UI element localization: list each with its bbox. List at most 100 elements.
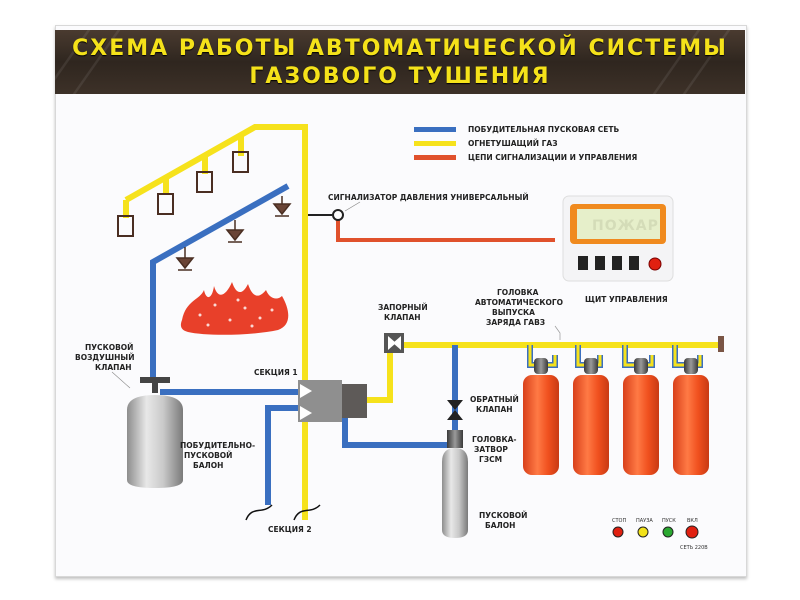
check-valve-label-1: ОБРАТНЫЙ [470,395,519,404]
air-valve-icon [140,377,170,383]
indicator-label: ВКЛ [687,518,698,524]
pilot-pipe-section2 [265,405,300,505]
auto-head-label-1: ГОЛОВКА [497,288,539,297]
panel-switch-1[interactable] [578,256,588,270]
panel-switch-4[interactable] [629,256,639,270]
pressure-signaler-label: СИГНАЛИЗАТОР ДАВЛЕНИЯ УНИВЕРСАЛЬНЫЙ [328,193,529,202]
pressure-signaler-icon [332,209,344,221]
title-line-2: ГАЗОВОГО ТУШЕНИЯ [249,64,551,89]
title-line-1: СХЕМА РАБОТЫ АВТОМАТИЧЕСКОЙ СИСТЕМЫ [72,36,728,61]
heat-detectors [175,196,292,271]
legend-label: ОГНЕТУШАЩИЙ ГАЗ [468,139,558,148]
auto-head-label-3: ВЫПУСКА [492,308,535,317]
stop-lamp-icon[interactable] [612,526,624,538]
panel-switch-3[interactable] [612,256,622,270]
legend-item-signal-circuits: ЦЕПИ СИГНАЛИЗАЦИИ И УПРАВЛЕНИЯ [414,153,638,162]
power-label: СЕТЬ 220В [680,545,708,551]
section1-distributor [298,380,367,422]
panel-alarm-lamp [648,257,662,271]
shutoff-valve-label-2: КЛАПАН [384,313,421,322]
section1-label: СЕКЦИЯ 1 [254,368,298,377]
nozzle-icon [157,193,174,215]
air-valve-label-1: ПУСКОВОЙ [85,343,133,352]
detector-icon [272,196,292,217]
legend-swatch-red [414,155,456,160]
start-cylinder-label-2: БАЛОН [485,521,515,530]
power-lamp-icon[interactable] [685,525,699,539]
manifold-end-cap [718,336,724,352]
auto-head-label-4: ЗАРЯДА ГАВЗ [486,318,545,327]
pause-lamp-icon[interactable] [637,526,649,538]
gas-cylinder [623,358,659,475]
gas-cylinder [573,358,609,475]
indicator-stop: СТОП [612,518,626,538]
start-cylinder-body [442,448,468,538]
pilot-cylinder-label-1: ПОБУДИТЕЛЬНО- [180,441,255,450]
legend-label: ЦЕПИ СИГНАЛИЗАЦИИ И УПРАВЛЕНИЯ [468,153,638,162]
title-banner: СХЕМА РАБОТЫ АВТОМАТИЧЕСКОЙ СИСТЕМЫ ГАЗО… [55,30,745,94]
pilot-cylinder-label-3: БАЛОН [193,461,223,470]
detector-icon [225,220,245,243]
check-valve [447,400,463,420]
release-head-icon [684,358,698,374]
gas-cylinder [523,358,559,475]
gas-cylinder-body [573,375,609,475]
start-lamp-icon[interactable] [662,526,674,538]
gas-cylinder-body [623,375,659,475]
gas-main-pipe [124,124,308,520]
legend-item-pilot-network: ПОБУДИТЕЛЬНАЯ ПУСКОВАЯ СЕТЬ [414,125,619,134]
gas-cylinder [673,358,709,475]
indicator-on: ВКЛ [685,518,699,539]
display-screen [577,209,660,239]
indicator-pause: ПАУЗА [636,518,653,538]
legend-swatch-yellow [414,141,456,146]
head-shutter-icon [447,430,463,448]
display-text: ПОЖАР [592,218,659,234]
start-cylinder [442,430,468,538]
pilot-cylinder-label-2: ПУСКОВОЙ [184,451,232,460]
nozzle-icon [117,215,134,237]
head-shutter-label-3: ГЗСМ [479,455,502,464]
indicator-label: ПУСК [662,518,676,524]
indicator-label: СТОП [612,518,626,524]
pilot-to-start-cylinder [342,410,455,448]
panel-switch-2[interactable] [595,256,605,270]
indicator-panel: СТОП ПАУЗА ПУСК ВКЛ СЕТЬ 220В [612,518,708,551]
control-panel: ПОЖАР [562,195,674,282]
air-valve-label-2: ВОЗДУШНЫЙ [75,353,134,362]
indicator-label: ПАУЗА [636,518,653,524]
pilot-detector-pipe [150,183,290,380]
gas-cylinder-body [673,375,709,475]
gas-cylinders [523,358,709,475]
section2-pipe-end [245,504,273,521]
distributor-actuator [342,384,367,418]
nozzle-icon [196,171,213,193]
shutoff-valve [384,333,404,353]
pilot-cylinder [127,377,183,488]
nozzle-icon [232,151,249,173]
legend-swatch-blue [414,127,456,132]
legend-item-extinguishing-gas: ОГНЕТУШАЩИЙ ГАЗ [414,139,558,148]
start-cylinder-label-1: ПУСКОВОЙ [479,511,527,520]
pilot-cylinder-body [127,395,183,488]
detector-icon [175,247,195,271]
control-panel-label: ЩИТ УПРАВЛЕНИЯ [585,295,668,304]
indicator-start: ПУСК [662,518,676,538]
section2-pipe-end [293,504,321,521]
legend-label: ПОБУДИТЕЛЬНАЯ ПУСКОВАЯ СЕТЬ [468,125,619,134]
check-valve-icon [447,400,463,410]
signal-line [336,220,555,242]
gas-cylinder-body [523,375,559,475]
head-shutter-label-2: ЗАТВОР [474,445,508,454]
legend: ПОБУДИТЕЛЬНАЯ ПУСКОВАЯ СЕТЬ ОГНЕТУШАЩИЙ … [414,125,638,162]
auto-head-label-2: АВТОМАТИЧЕСКОГО [475,298,563,307]
air-valve-label-3: КЛАПАН [95,363,132,372]
gas-nozzles [117,151,249,237]
release-head-icon [534,358,548,374]
release-head-icon [634,358,648,374]
shutoff-valve-label-1: ЗАПОРНЫЙ [378,303,428,312]
section2-label: СЕКЦИЯ 2 [268,525,312,534]
signal-circuit [308,201,555,242]
fire-icon [180,282,289,335]
